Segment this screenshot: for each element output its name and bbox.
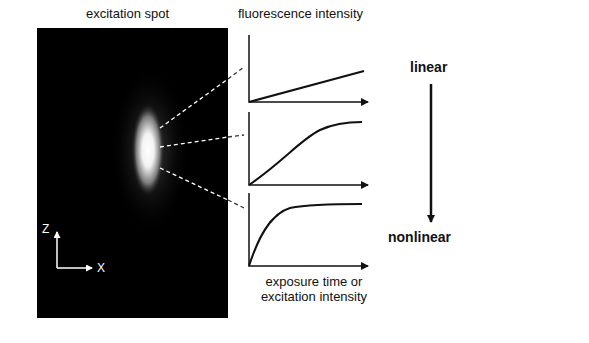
regime-label: nonlinear bbox=[388, 230, 451, 245]
leader-lines bbox=[160, 79, 228, 200]
leader-lines-outside bbox=[228, 67, 244, 208]
spot-halo bbox=[110, 65, 190, 235]
axis-title: exposure time or excitation intensity bbox=[244, 274, 384, 304]
axis-label: X bbox=[97, 261, 105, 276]
response-curves bbox=[249, 71, 364, 266]
axis-title: fluorescence intensity bbox=[238, 6, 363, 21]
excitation-spot bbox=[131, 102, 165, 198]
x-axis-arrow bbox=[57, 267, 92, 269]
panel-title: excitation spot bbox=[86, 6, 169, 21]
plot-axes bbox=[249, 35, 368, 266]
trend-arrow bbox=[430, 84, 433, 222]
axis-label: Z bbox=[42, 222, 49, 237]
image-background bbox=[37, 28, 228, 318]
regime-label: linear bbox=[410, 60, 447, 75]
z-axis-arrow bbox=[56, 232, 58, 268]
